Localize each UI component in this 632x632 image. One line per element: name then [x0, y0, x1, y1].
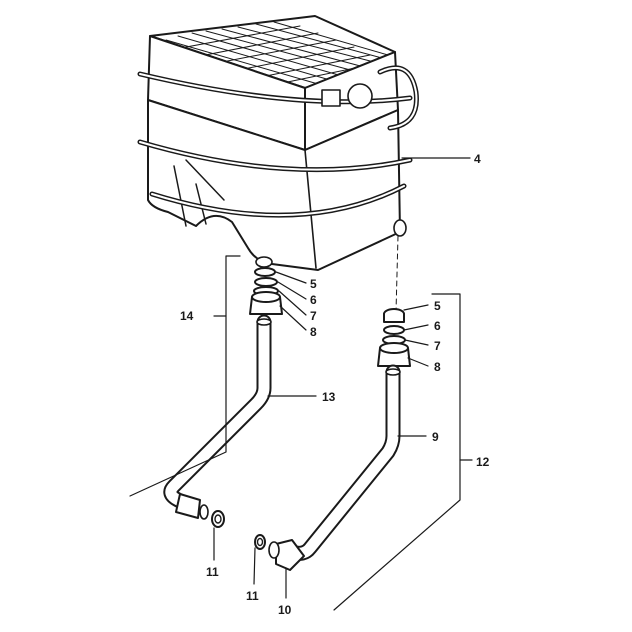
left-fitting-stack [249, 267, 283, 315]
label-washer-left: 5 [310, 277, 317, 291]
label-ring-left: 7 [310, 309, 317, 323]
seal-left [211, 510, 225, 528]
label-heat-exchanger: 4 [474, 152, 481, 166]
fin-hatching [165, 21, 389, 85]
label-nut-right: 8 [434, 360, 441, 374]
label-nut-left: 8 [310, 325, 317, 339]
label-pipe-right: 9 [432, 430, 439, 444]
label-seal-right: 11 [246, 589, 259, 603]
label-pipe-left: 13 [322, 390, 336, 404]
heat-exchanger [137, 15, 419, 271]
union-nut [268, 539, 305, 571]
label-washer-right: 5 [434, 299, 441, 313]
label-union-nut: 10 [278, 603, 292, 617]
label-group-left: 14 [180, 309, 194, 323]
right-fitting-stack [377, 308, 411, 367]
label-ring-right: 7 [434, 339, 441, 353]
label-seal-left: 11 [206, 565, 219, 579]
label-gasket-right: 6 [434, 319, 441, 333]
seal-right [254, 534, 266, 550]
part-labels: 4 5 6 7 8 5 6 7 8 14 13 9 12 11 11 10 [180, 152, 490, 617]
label-gasket-left: 6 [310, 293, 317, 307]
centerline-right [395, 235, 399, 313]
left-pipe [163, 314, 272, 520]
leader-lines [129, 157, 473, 611]
right-pipe [284, 364, 401, 561]
label-group-right: 12 [476, 455, 490, 469]
